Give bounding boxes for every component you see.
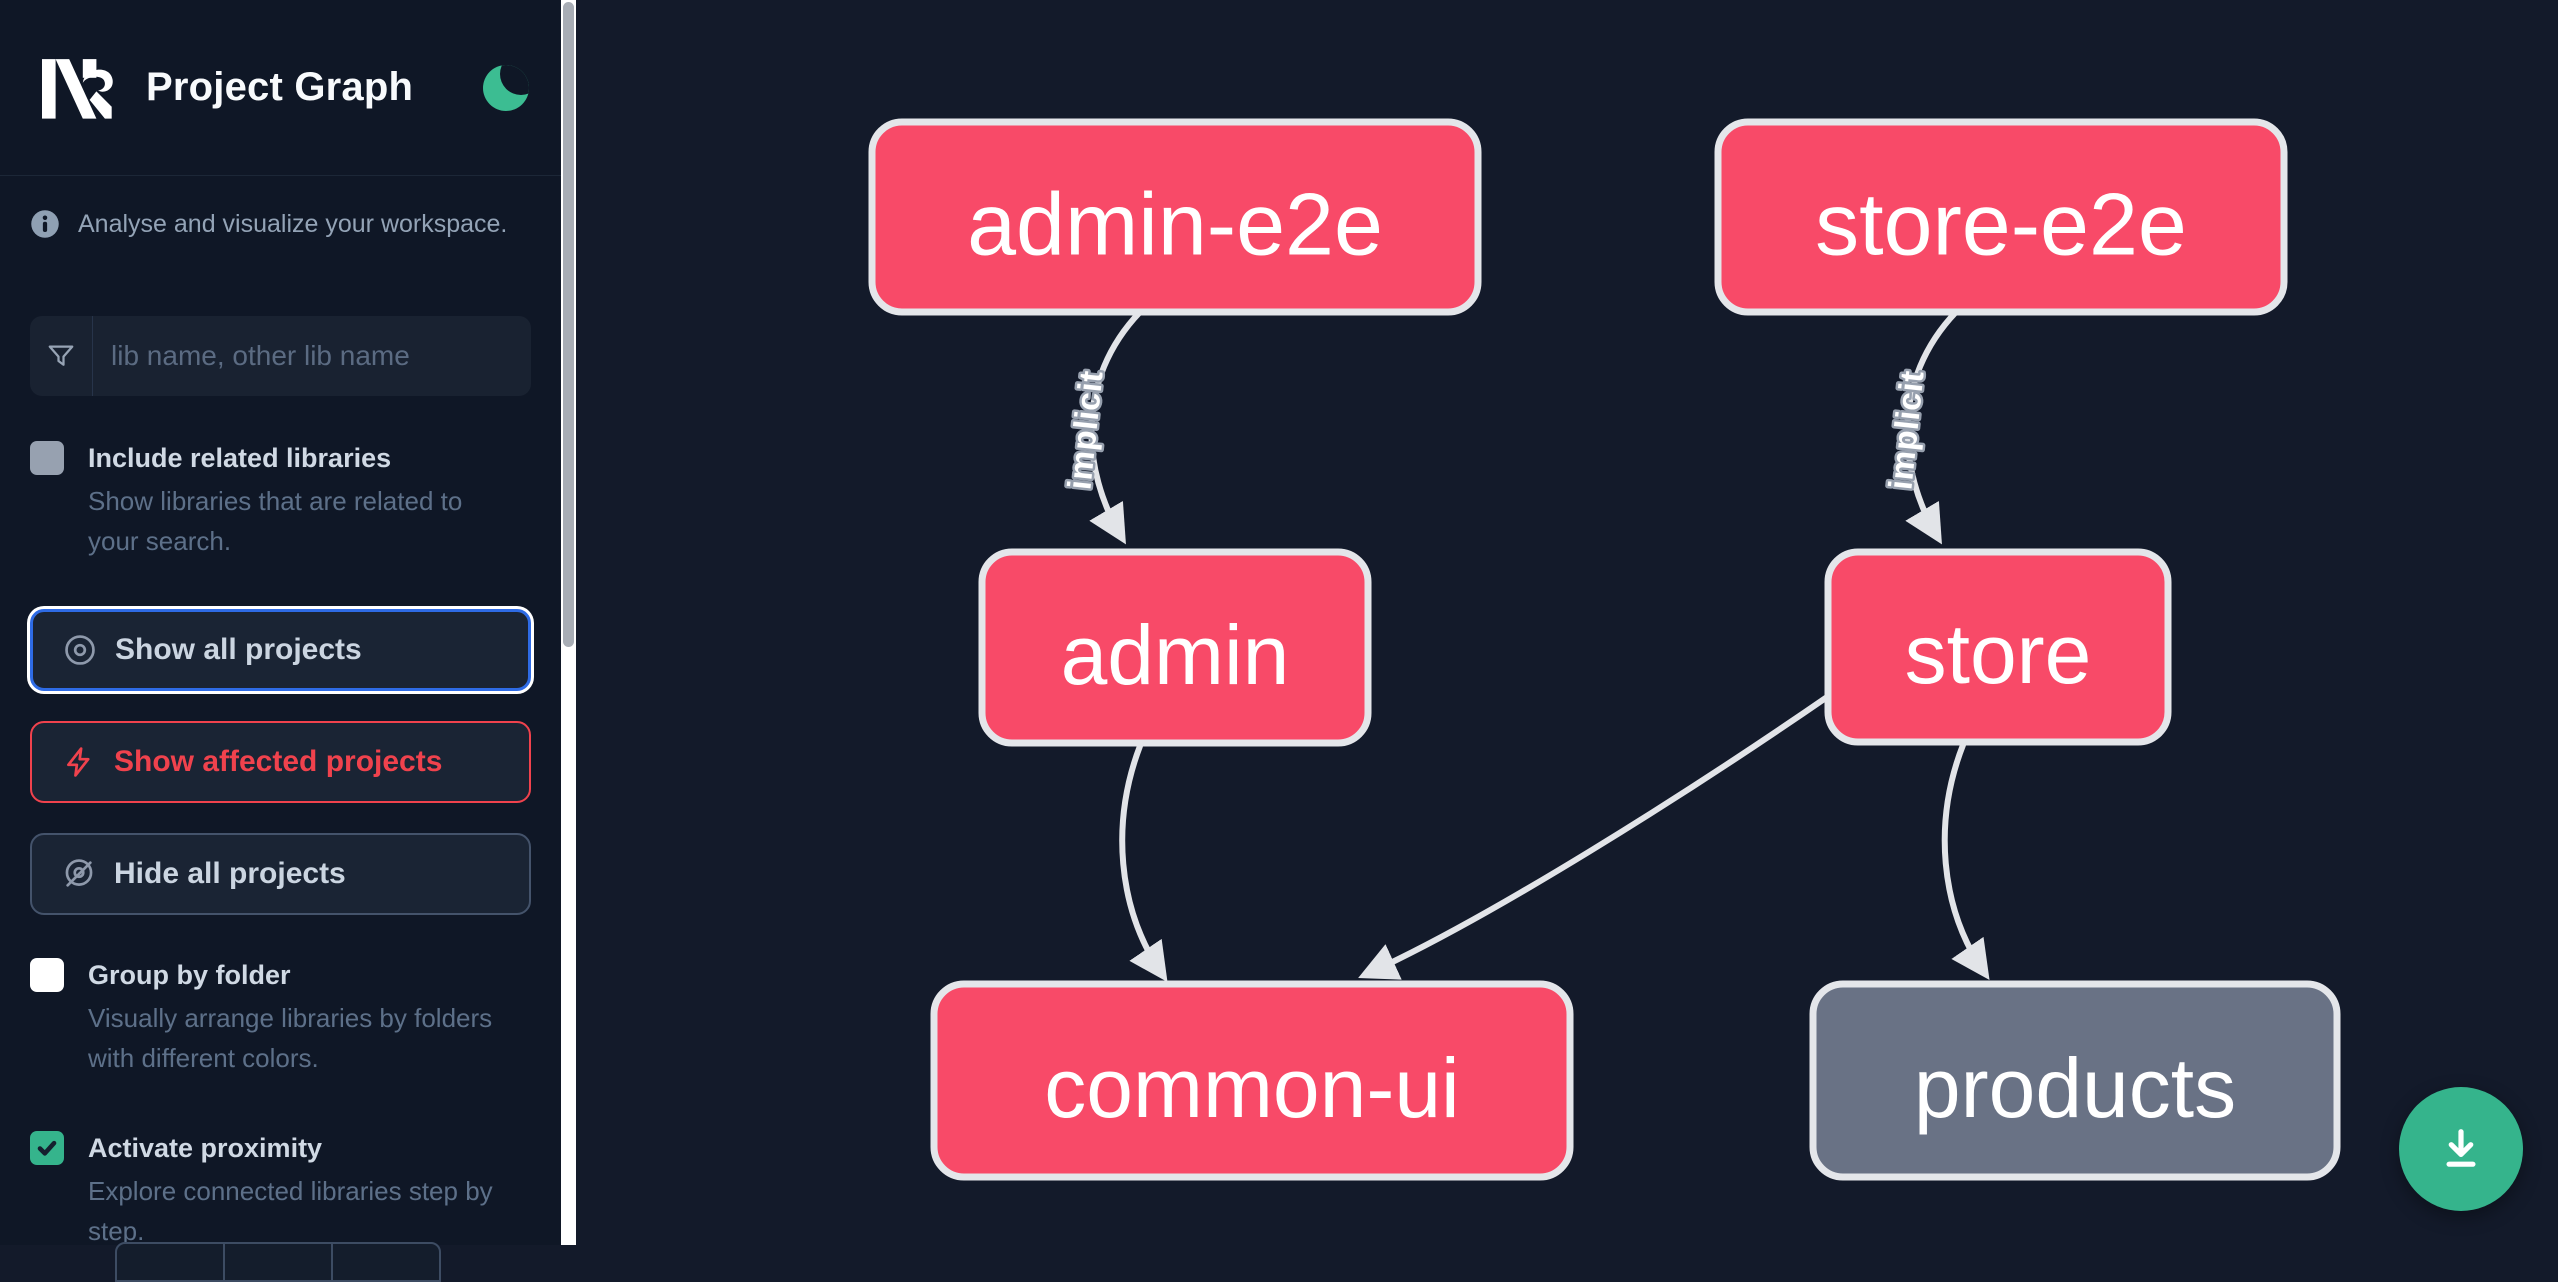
edge-store-to-products (1941, 742, 1990, 981)
hide-all-projects-button[interactable]: Hide all projects (30, 833, 531, 915)
node-common-ui[interactable]: common-ui (930, 980, 1574, 1181)
eye-off-icon (65, 859, 93, 887)
check-icon (37, 1140, 57, 1156)
edge-label-implicit-2: implicit (1881, 369, 1930, 492)
node-admin-box[interactable] (978, 548, 1372, 747)
include-related-description: Show libraries that are related to your … (88, 486, 463, 556)
node-products-box[interactable] (1809, 980, 2341, 1181)
node-admin-e2e[interactable]: admin-e2e (868, 118, 1482, 316)
show-all-projects-label: Show all projects (115, 633, 362, 666)
sidebar-scrollbar-track[interactable] (561, 0, 576, 1245)
sidebar-header: Project Graph (0, 0, 561, 176)
eye-icon (65, 635, 95, 665)
group-by-folder-label: Group by folder (88, 960, 291, 990)
group-by-folder-description: Visually arrange libraries by folders wi… (88, 1003, 493, 1073)
node-admin-e2e-box[interactable] (868, 118, 1482, 316)
node-store-e2e-label: store-e2e (1815, 175, 2187, 274)
bottom-segmented-control[interactable] (115, 1242, 441, 1282)
activate-proximity-label: Activate proximity (88, 1133, 323, 1163)
edge-admin-e2e-to-admin (1088, 309, 1143, 545)
theme-toggle-button[interactable] (483, 64, 529, 111)
project-graph-canvas[interactable]: implicit implicit admin-e2e store-e2e ad… (0, 0, 2558, 1245)
info-icon (31, 210, 59, 238)
download-icon (2446, 1129, 2476, 1167)
group-by-folder-checkbox[interactable] (30, 958, 64, 992)
page-title: Project Graph (146, 65, 414, 109)
workspace-tagline: Analyse and visualize your workspace. (30, 208, 531, 240)
group-by-folder-row: Group by folder Visually arrange librari… (30, 957, 531, 1078)
node-store-box[interactable] (1824, 548, 2172, 746)
node-products[interactable]: products (1809, 980, 2341, 1181)
show-affected-projects-label: Show affected projects (114, 745, 443, 778)
hide-all-projects-label: Hide all projects (114, 857, 346, 890)
node-common-ui-label: common-ui (1044, 1041, 1459, 1135)
include-related-checkbox[interactable] (30, 441, 64, 475)
library-filter-input[interactable] (93, 316, 531, 396)
show-affected-projects-button[interactable]: Show affected projects (30, 721, 531, 803)
tagline-text: Analyse and visualize your workspace. (78, 210, 508, 238)
nx-logo (42, 58, 113, 119)
activate-proximity-description: Explore connected libraries step by step… (88, 1176, 493, 1246)
node-products-label: products (1914, 1041, 2236, 1135)
download-graph-button[interactable] (2399, 1087, 2523, 1211)
edge-admin-to-common-ui (1119, 743, 1168, 983)
bolt-icon (67, 747, 90, 777)
include-related-label: Include related libraries (88, 443, 392, 473)
node-common-ui-box[interactable] (930, 980, 1574, 1181)
activate-proximity-checkbox[interactable] (30, 1131, 64, 1165)
include-related-row: Include related libraries Show libraries… (30, 440, 531, 561)
sidebar-scrollbar-thumb[interactable] (563, 2, 574, 647)
node-admin[interactable]: admin (978, 548, 1372, 747)
node-admin-e2e-label: admin-e2e (967, 175, 1383, 274)
activate-proximity-row: Activate proximity Explore connected lib… (30, 1130, 531, 1251)
filter-funnel-icon (30, 316, 93, 396)
segment-2[interactable] (223, 1244, 331, 1280)
edge-store-e2e-to-store (1904, 309, 1959, 545)
project-actions: Show all projects Show affected projects… (30, 609, 531, 915)
sidebar-content: Analyse and visualize your workspace. In… (0, 208, 561, 1251)
edge-store-to-common-ui (1358, 692, 1833, 980)
node-store-e2e[interactable]: store-e2e (1714, 118, 2288, 316)
node-store-e2e-box[interactable] (1714, 118, 2288, 316)
sidebar: Project Graph Analyse and visualize your… (0, 0, 561, 1282)
segment-1[interactable] (117, 1244, 223, 1280)
node-store[interactable]: store (1824, 548, 2172, 746)
moon-icon (483, 64, 529, 111)
segment-3[interactable] (331, 1244, 439, 1280)
node-store-label: store (1905, 607, 2092, 701)
edge-label-implicit-1: implicit (1060, 369, 1109, 492)
node-admin-label: admin (1061, 608, 1290, 702)
search-box (30, 316, 531, 396)
show-all-projects-button[interactable]: Show all projects (30, 609, 531, 691)
